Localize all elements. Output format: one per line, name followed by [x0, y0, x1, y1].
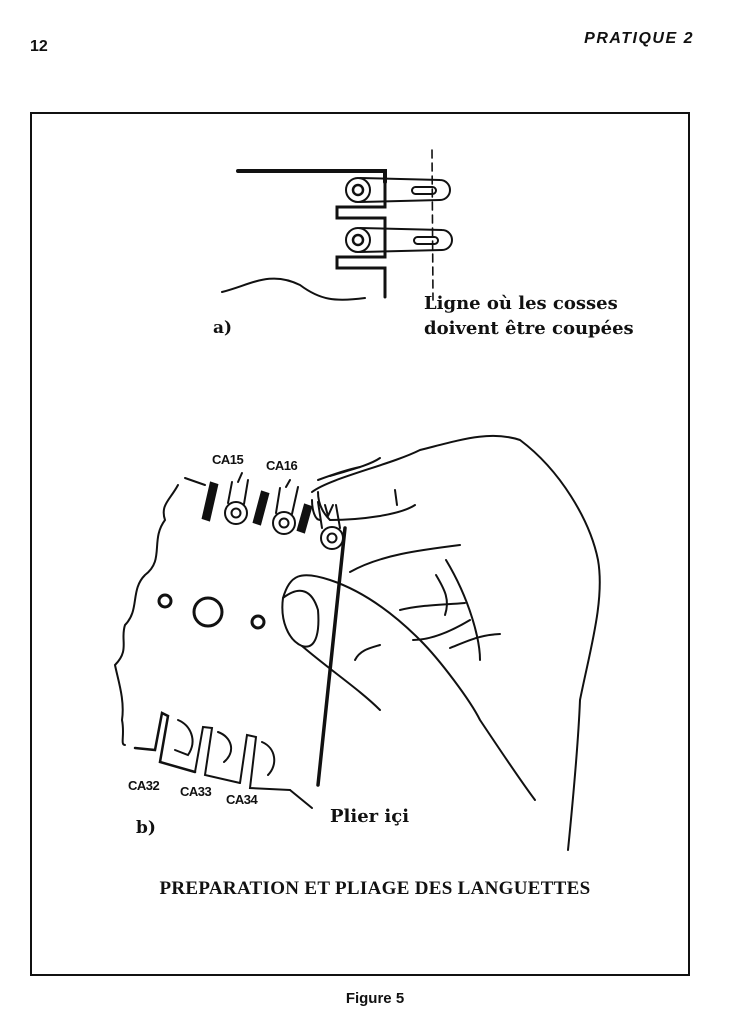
- figure-title: PREPARATION ET PLIAGE DES LANGUETTES: [159, 878, 591, 899]
- cut-line-annotation-line1: Ligne où les cosses: [424, 293, 618, 314]
- figure-frame: [30, 112, 690, 976]
- part-a-drawing: [221, 149, 453, 301]
- cut-line-annotation-line2: doivent être coupées: [424, 318, 634, 339]
- part-b-label: b): [136, 818, 156, 838]
- tag-ca34: CA34: [226, 792, 259, 807]
- fold-annotation: Plier içi: [330, 806, 409, 827]
- tag-ca33: CA33: [180, 784, 212, 799]
- part-b-drawing: [113, 434, 601, 851]
- page-number: 12: [30, 38, 48, 55]
- part-a-label: a): [213, 318, 232, 338]
- tag-ca32: CA32: [128, 778, 160, 793]
- tag-ca15: CA15: [212, 452, 244, 467]
- running-title: PRATIQUE 2: [584, 30, 694, 47]
- tag-ca16: CA16: [266, 458, 298, 473]
- figure-caption: Figure 5: [345, 990, 405, 1007]
